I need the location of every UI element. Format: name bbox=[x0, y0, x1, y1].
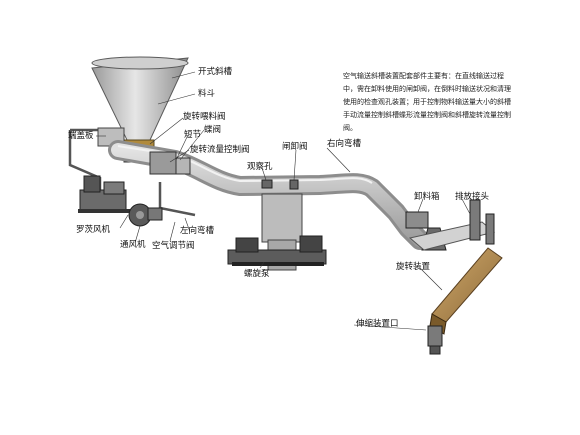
description-text: 空气输送斜槽装置配套部件主要有：在直线输送过程中，需在卸料使用的闸卸阀，在倒料时… bbox=[343, 72, 511, 132]
rotary-flow-valve-shape bbox=[149, 151, 177, 175]
telescopic-device-shape bbox=[427, 325, 443, 355]
rotating-device-shape bbox=[429, 247, 503, 335]
label-right-bend: 右向弯槽 bbox=[327, 139, 362, 149]
label-rotating-device: 旋转装置 bbox=[396, 262, 431, 272]
label-butterfly-valve: 蝶阀 bbox=[204, 125, 222, 135]
label-telescopic-device: 伸缩装置口 bbox=[356, 319, 399, 329]
label-air-valve: 空气调节阀 bbox=[152, 241, 195, 251]
short-section-shape bbox=[175, 157, 191, 175]
label-left-bend: 左向弯槽 bbox=[180, 226, 215, 236]
label-hopper: 料斗 bbox=[198, 89, 216, 99]
label-open-chute: 开式斜槽 bbox=[198, 67, 233, 77]
observation-hole-shape bbox=[261, 179, 273, 189]
label-gate-valve: 闸卸阀 bbox=[282, 142, 308, 152]
leader-lines bbox=[96, 71, 471, 331]
label-end-plate: 端盖板 bbox=[68, 131, 94, 141]
label-rotary-valve: 旋转喂料阀 bbox=[183, 112, 226, 122]
label-observation-hole: 观察孔 bbox=[247, 162, 273, 172]
label-discharge-head: 排放接头 bbox=[455, 192, 490, 202]
label-short-section: 短节 bbox=[184, 130, 202, 140]
label-roots-blower: 罗茨风机 bbox=[76, 225, 111, 235]
roots-blower-shape bbox=[78, 175, 130, 213]
discharge-head-shape bbox=[408, 199, 496, 251]
gate-valve-shape bbox=[289, 179, 299, 190]
label-screw-pump: 螺旋泵 bbox=[244, 269, 270, 279]
label-fan: 通风机 bbox=[120, 240, 146, 250]
fan-shape bbox=[128, 203, 163, 227]
label-unload-box: 卸料箱 bbox=[414, 192, 440, 202]
label-rotary-flow-valve: 旋转流量控制阀 bbox=[190, 145, 250, 155]
screw-pump-shape bbox=[227, 193, 327, 271]
